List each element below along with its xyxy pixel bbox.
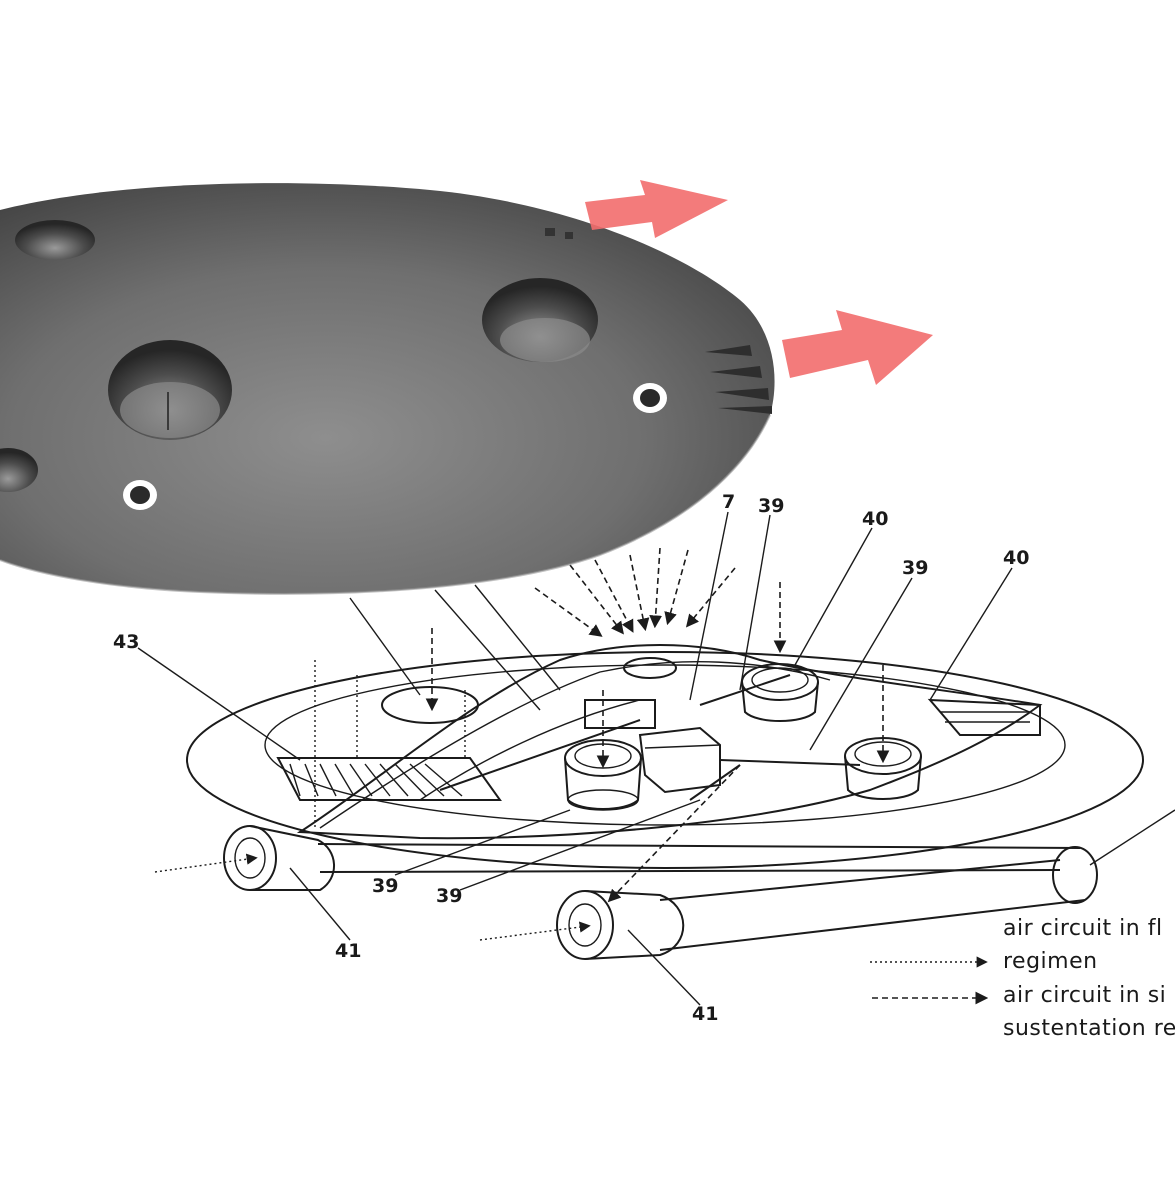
motion-arrow-upper xyxy=(585,180,728,238)
hull-intake-pit-edge xyxy=(0,448,38,492)
label-39-bottom: 39 xyxy=(436,885,462,907)
legend-sust-line2: sustentation re xyxy=(1003,1016,1175,1041)
legend: air circuit in fl regimen air circuit in… xyxy=(870,916,1175,1041)
upper-block xyxy=(584,699,656,729)
legend-flight-line1: air circuit in fl xyxy=(1003,916,1163,941)
oval-opening xyxy=(381,686,479,724)
leader-lines xyxy=(137,511,1175,1006)
hull-intake-pit-far-left xyxy=(15,220,95,260)
label-39-right: 39 xyxy=(902,557,928,579)
gearbox-block xyxy=(638,726,721,794)
sustentation-flow-arrows xyxy=(425,547,890,903)
hull-intake-pit-right xyxy=(482,278,598,362)
thruster-left xyxy=(223,825,1081,891)
label-7: 7 xyxy=(722,491,735,513)
motion-arrows xyxy=(585,180,933,385)
outer-ring xyxy=(186,651,1144,869)
saucer-hull-render xyxy=(0,183,775,595)
legend-flight-line2: regimen xyxy=(1003,949,1098,974)
inner-ring xyxy=(264,664,1066,826)
front-intake-grille xyxy=(276,757,502,801)
hull-intake-pit-left xyxy=(108,340,232,440)
label-39-top: 39 xyxy=(758,495,784,517)
label-39-bottom-left: 39 xyxy=(372,875,398,897)
label-40-right: 40 xyxy=(1003,547,1029,569)
central-body xyxy=(296,644,1043,840)
hull-body xyxy=(0,183,775,594)
hull-rear-vanes xyxy=(705,345,772,414)
motion-arrow-lower xyxy=(782,310,933,385)
flight-flow-arrows xyxy=(154,853,591,941)
legend-sust-line1: air circuit in si xyxy=(1003,983,1166,1008)
top-nozzle xyxy=(623,657,677,679)
rear-vane-box xyxy=(927,698,1041,736)
platform-drawing: 7 39 40 39 40 43 39 39 41 41 xyxy=(113,491,1175,1025)
lift-fan-right-top xyxy=(741,663,819,722)
hull-nozzle-right xyxy=(633,383,667,413)
label-40-top: 40 xyxy=(862,508,888,530)
hull-nozzle-left xyxy=(123,480,157,510)
label-43: 43 xyxy=(113,631,139,653)
label-41-right: 41 xyxy=(692,1003,718,1025)
label-41-left: 41 xyxy=(335,940,361,962)
thruster-right xyxy=(556,846,1098,960)
